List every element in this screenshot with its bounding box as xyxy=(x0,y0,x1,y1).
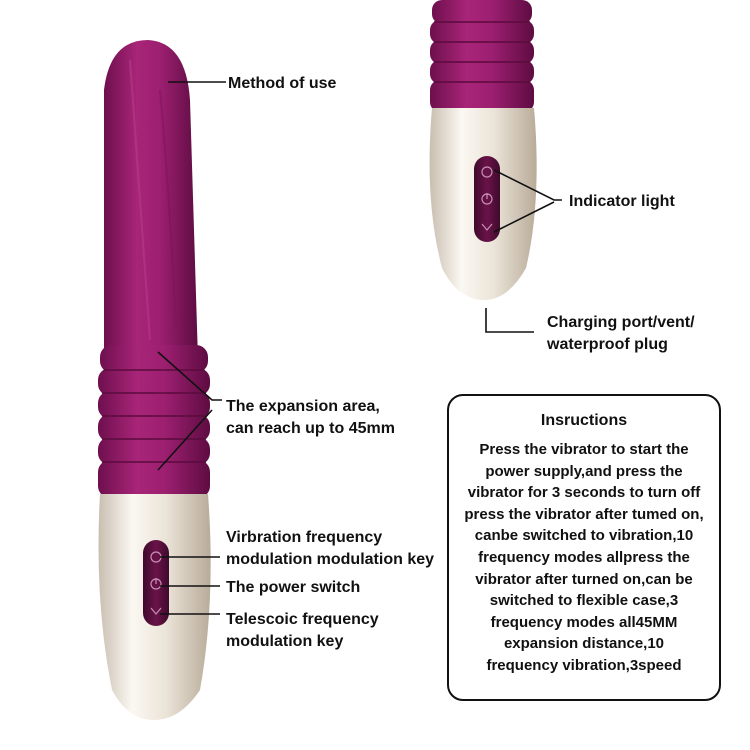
leader-indicator-top xyxy=(493,169,562,201)
left-telescopic-button-icon xyxy=(150,607,162,615)
label-telescopic-key: Telescoic frequency modulation key xyxy=(226,611,379,650)
left-control-panel xyxy=(143,540,169,626)
right-indicator-top-icon xyxy=(481,166,493,178)
instructions-line: frequency vibration,3speed xyxy=(486,656,682,674)
label-indicator-light: Indicator light xyxy=(569,193,675,210)
instructions-line: press the vibrator after tumed on, xyxy=(464,505,704,523)
label-expansion-area: The expansion area, can reach up to 45mm xyxy=(226,398,395,437)
instructions-line: canbe switched to vibration,10 xyxy=(474,527,694,545)
right-indicator-bottom-icon xyxy=(481,223,493,231)
leader-charging-port xyxy=(485,308,534,333)
left-device-ribbed-area xyxy=(98,345,210,498)
instructions-box: Insructions Press the vibrator to start … xyxy=(447,394,721,701)
instructions-line: Press the vibrator to start the xyxy=(479,441,689,458)
instructions-line: vibrator after turned on,can be xyxy=(475,570,693,588)
leader-indicator-bottom xyxy=(493,201,555,233)
label-method-of-use: Method of use xyxy=(228,75,337,92)
instructions-body: Press the vibrator to start the power su… xyxy=(455,439,713,677)
right-device-ribbed-area xyxy=(430,0,534,112)
right-control-panel xyxy=(474,156,500,242)
instructions-line: frequency modes allpress the xyxy=(478,548,690,566)
instructions-line: frequency modes all45MM xyxy=(490,613,678,631)
leader-lines xyxy=(157,81,562,615)
instructions-line: expansion distance,10 xyxy=(503,635,665,653)
leader-expansion-area xyxy=(157,351,222,401)
label-vibration-key: Virbration frequency modulation modulati… xyxy=(226,529,435,568)
instructions-title: Insructions xyxy=(540,412,628,429)
leader-expansion-area-lower xyxy=(157,409,213,471)
instructions-line: vibrator for 3 seconds to turn off xyxy=(467,484,701,502)
label-power-switch: The power switch xyxy=(226,579,361,596)
label-charging-port: Charging port/vent/ waterproof plug xyxy=(547,314,695,353)
instructions-line: power supply,and press the xyxy=(485,462,683,480)
instructions-line: switched to flexible case,3 xyxy=(489,592,679,610)
left-device-shaft xyxy=(104,40,198,360)
left-device xyxy=(98,40,211,720)
right-device xyxy=(429,0,537,300)
